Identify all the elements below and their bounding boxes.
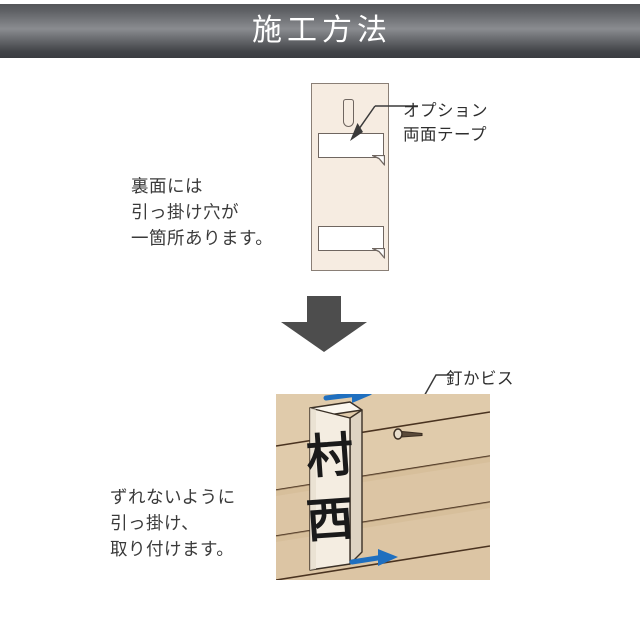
tape-callout-line-2: 両面テープ — [403, 126, 488, 144]
wall-installation-illustration: 村 西 — [276, 394, 490, 580]
mounting-note-line-3: 取り付けます。 — [110, 539, 235, 559]
mounting-note-line-2: 引っ掛け、 — [110, 513, 200, 533]
page-title: 施工方法 — [252, 14, 392, 47]
tape-callout-line-1: オプション — [403, 102, 488, 120]
back-side-note-line-3: 一箇所あります。 — [131, 228, 274, 248]
svg-text:西: 西 — [305, 491, 356, 549]
down-arrow-icon — [281, 296, 367, 352]
slide-arrow-top — [323, 394, 372, 403]
double-sided-tape-strip-bottom — [318, 226, 385, 259]
tape-callout-label: オプション 両面テープ — [403, 99, 488, 147]
screw-illustration — [393, 428, 423, 440]
tape-leader-line — [330, 92, 420, 157]
tape-peel-corner-icon — [371, 155, 385, 166]
back-side-note: 裏面には 引っ掛け穴が 一箇所あります。 — [131, 173, 273, 251]
mounting-note-line-1: ずれないように — [110, 487, 236, 507]
page-header: 施工方法 — [0, 4, 640, 58]
mounting-note: ずれないように 引っ掛け、 取り付けます。 — [110, 484, 236, 562]
back-side-note-line-1: 裏面には — [131, 176, 203, 196]
back-side-note-line-2: 引っ掛け穴が — [131, 202, 239, 222]
fastener-callout-label: 釘かビス — [446, 370, 514, 388]
mounted-nameplate: 村 西 — [305, 401, 363, 571]
keyhole-slot-icon — [343, 99, 354, 127]
nameplate-back-illustration — [311, 83, 389, 271]
double-sided-tape-strip-top — [318, 133, 385, 166]
slide-arrow-bottom — [349, 549, 398, 566]
tape-peel-corner-icon — [371, 248, 385, 259]
svg-text:村: 村 — [305, 427, 356, 485]
